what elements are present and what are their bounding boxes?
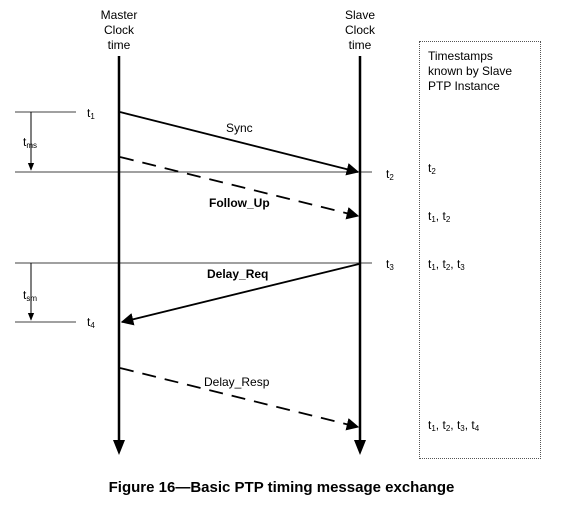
- delay-req-arrow: [120, 263, 360, 326]
- known-timestamp: t1: [428, 257, 436, 272]
- known-row-4: t1, t2, t3, t4: [428, 418, 480, 433]
- known-row-1: t2: [428, 161, 436, 176]
- sync-arrow: [119, 111, 360, 176]
- figure-caption: Figure 16—Basic PTP timing message excha…: [108, 479, 455, 496]
- follow-up-arrow: [119, 156, 360, 220]
- box-title-line: PTP Instance: [428, 79, 500, 93]
- slave-clock-header: Slave Clock time: [330, 8, 390, 53]
- timestamps-box-title: Timestamps known by Slave PTP Instance: [428, 49, 512, 94]
- known-timestamp: t4: [471, 418, 480, 433]
- master-header-line: Master: [100, 8, 138, 22]
- slave-header-line: Slave: [344, 8, 376, 22]
- sync-label: Sync: [226, 121, 253, 135]
- master-timeline-arrowhead: [113, 440, 125, 455]
- known-timestamp: t1: [428, 418, 436, 433]
- known-timestamp: t1: [428, 209, 436, 224]
- box-title-line: known by Slave: [428, 64, 513, 78]
- t1-label: t1: [87, 106, 95, 121]
- known-timestamp: t2: [428, 161, 436, 176]
- delay-req-label: Delay_Req: [207, 267, 269, 281]
- known-timestamp: t2: [442, 418, 451, 433]
- tms-label: tms: [23, 135, 38, 150]
- master-header-line: Clock: [103, 23, 134, 37]
- timestamps-known-box: [419, 41, 541, 459]
- master-header-line: time: [107, 38, 131, 52]
- delay-resp-arrow: [119, 367, 360, 431]
- known-timestamp: t3: [456, 418, 465, 433]
- known-row-3: t1, t2, t3: [428, 257, 465, 272]
- delay-resp-label: Delay_Resp: [204, 375, 270, 389]
- known-timestamp: t2: [442, 209, 451, 224]
- known-row-2: t1, t2: [428, 209, 451, 224]
- t4-label: t4: [87, 315, 95, 330]
- slave-header-line: Clock: [344, 23, 375, 37]
- known-timestamp: t3: [456, 257, 465, 272]
- slave-timeline-arrowhead: [354, 440, 366, 455]
- follow-up-label: Follow_Up: [209, 196, 270, 210]
- slave-header-line: time: [348, 38, 372, 52]
- master-clock-header: Master Clock time: [89, 8, 149, 53]
- box-title-line: Timestamps: [428, 49, 493, 63]
- t3-label: t3: [386, 257, 394, 272]
- known-timestamp: t2: [442, 257, 451, 272]
- t2-label: t2: [386, 167, 394, 182]
- tsm-label: tsm: [23, 288, 38, 303]
